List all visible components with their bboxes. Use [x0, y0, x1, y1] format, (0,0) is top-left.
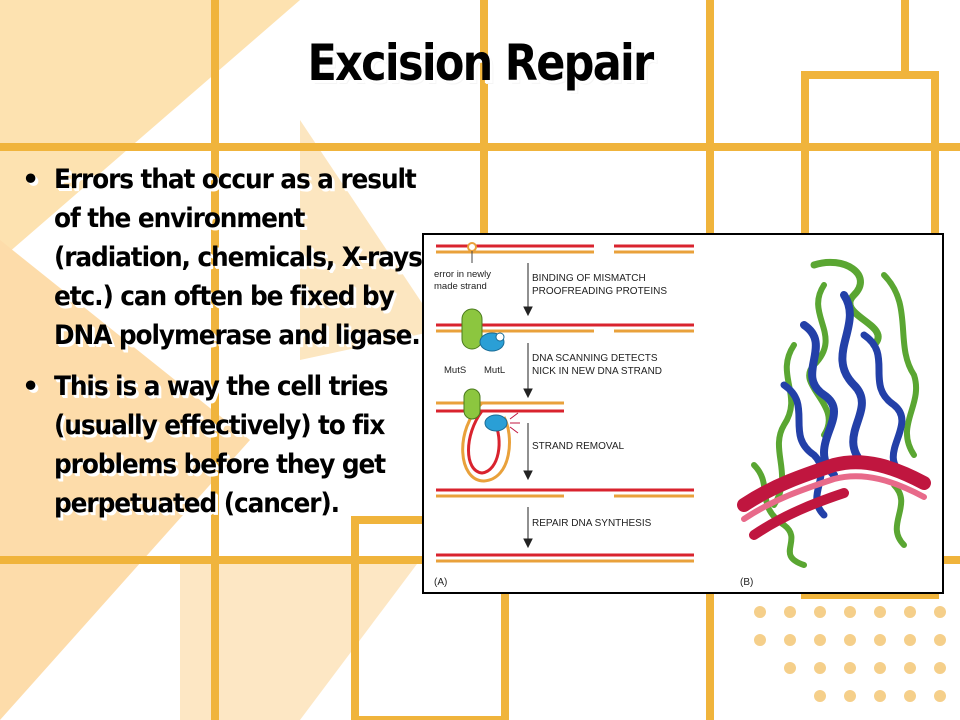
slide-title: Excision Repair	[307, 34, 654, 92]
background-triangle-left	[0, 240, 250, 720]
dna-duplex	[436, 488, 694, 498]
dna-duplex	[436, 242, 694, 263]
background-dot-grid	[754, 606, 946, 702]
bullet-item: • Errors that occur as a result of the e…	[18, 160, 438, 355]
bullet-glyph: •	[21, 164, 39, 195]
step-label-strand-removal: STRAND REMOVAL	[532, 441, 624, 452]
muts-label: MutS	[444, 365, 466, 376]
dna-loop	[436, 388, 564, 483]
dna-duplex	[436, 308, 694, 352]
panel-label-b: (B)	[740, 577, 753, 588]
bullet-text: Errors that occur as a result of the env…	[54, 164, 431, 351]
mutl-label: MutL	[484, 365, 505, 376]
mismatch-repair-figure: error in newly made strand MutS MutL BIN…	[422, 233, 944, 594]
step-label-repair-synthesis: REPAIR DNA SYNTHESIS	[532, 518, 652, 529]
background-shape-mid	[300, 120, 440, 360]
error-annotation-line1: error in newly	[434, 269, 491, 280]
step-arrows	[523, 263, 533, 549]
bullet-glyph: •	[21, 371, 39, 402]
step-label-scanning-2: NICK IN NEW DNA STRAND	[532, 366, 662, 377]
error-annotation-line2: made strand	[434, 281, 487, 292]
background-triangle-top	[0, 0, 300, 260]
bullet-list: • Errors that occur as a result of the e…	[18, 160, 438, 535]
background-shape-bottom	[180, 560, 420, 720]
panel-b-protein-structure: (B)	[737, 258, 931, 588]
panel-label-a: (A)	[434, 577, 447, 588]
step-label-binding-2: PROOFREADING PROTEINS	[532, 286, 667, 297]
muts-protein	[461, 308, 483, 350]
step-label-binding-1: BINDING OF MISMATCH	[532, 273, 646, 284]
step-label-scanning-1: DNA SCANNING DETECTS	[532, 353, 658, 364]
bullet-item: • This is a way the cell tries (usually …	[18, 367, 438, 523]
dna-duplex	[436, 553, 694, 563]
panel-a-diagram: error in newly made strand MutS MutL BIN…	[434, 242, 694, 588]
bullet-text: This is a way the cell tries (usually ef…	[54, 371, 388, 519]
